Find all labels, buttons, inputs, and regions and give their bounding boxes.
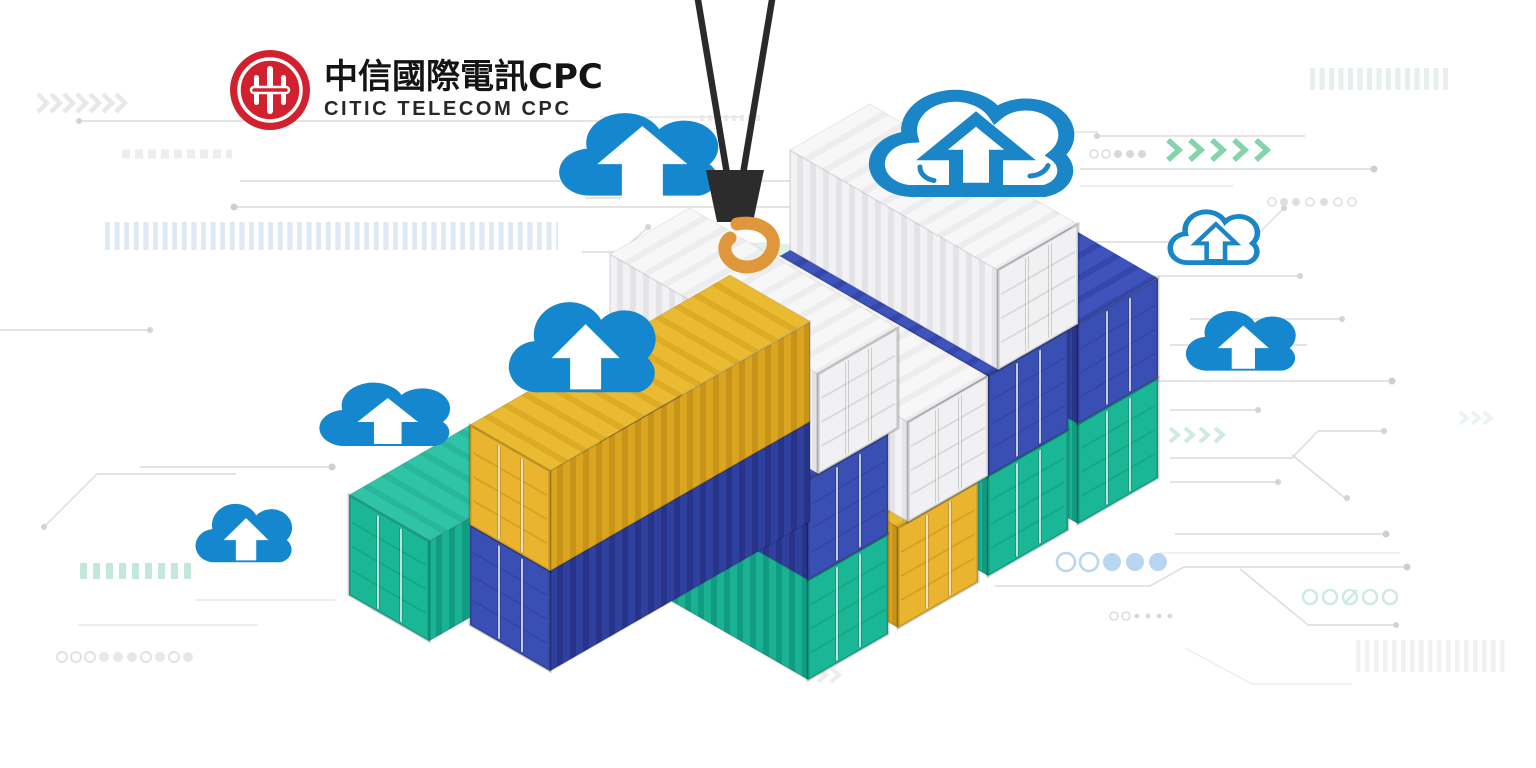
chevron-row-green-faint (1168, 426, 1227, 444)
chevron-row-right-edge (1458, 410, 1494, 426)
circuit-lines-right (995, 133, 1411, 685)
dot-row-gray-right-top (1089, 149, 1146, 159)
brand-name: 中信國際電訊CPC CITIC TELECOM CPC (324, 59, 603, 121)
chevron-row-green-right (1166, 137, 1272, 163)
crane-block (706, 170, 764, 222)
cloud-icons (195, 96, 1296, 563)
dot-row-blue (1055, 551, 1167, 573)
crane-cable-left (694, 0, 731, 175)
dot-row-gray-bottom-left (56, 651, 193, 663)
brand-logo: 中信國際電訊CPC CITIC TELECOM CPC (228, 48, 603, 132)
cloud-upload-icon-small-left (319, 382, 451, 447)
crane-hook-icon (718, 216, 780, 274)
crane-cable-right (739, 0, 776, 175)
crane (694, 0, 780, 274)
dot-row-gray-right-mid (1267, 197, 1357, 207)
dot-row-gray-small (1109, 611, 1173, 621)
cloud-upload-icon-small-right-outline (1170, 212, 1257, 263)
brand-name-zh: 中信國際電訊CPC (324, 57, 603, 98)
cloud-upload-icon-mid-left (508, 302, 656, 393)
cloud-upload-icon-top-right-outline (877, 96, 1066, 191)
chevron-row-gray-top-left (36, 92, 129, 114)
cloud-upload-icon-mid-right (1185, 311, 1296, 371)
dot-row-teal (1301, 588, 1399, 606)
cloud-upload-icon-lower-left (195, 503, 293, 563)
citic-logo-mark-icon (230, 50, 310, 130)
brand-name-en: CITIC TELECOM CPC (324, 97, 572, 120)
